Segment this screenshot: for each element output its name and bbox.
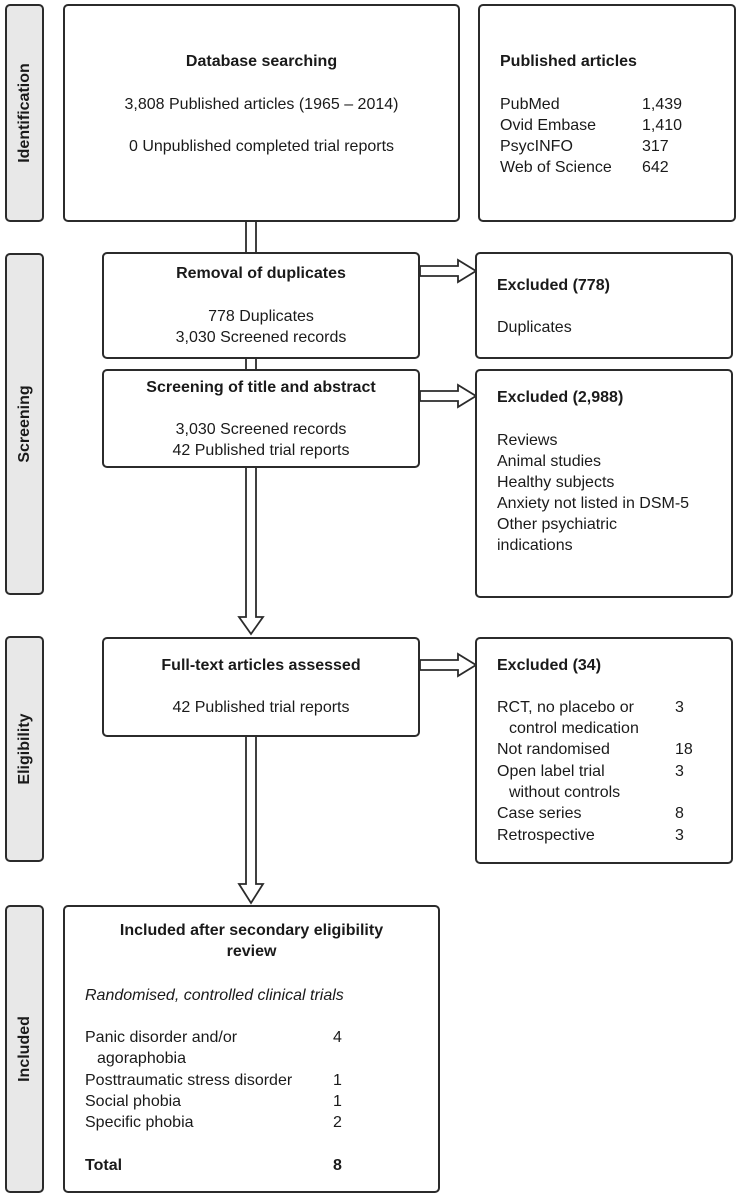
- box-text: 3,808 Published articles (1965 – 2014): [124, 96, 399, 113]
- box-removal-of-duplicates: Removal of duplicates 778 Duplicates 3,0…: [102, 252, 420, 359]
- source-name: Ovid Embase: [500, 117, 597, 134]
- exclusion-count: 3: [675, 827, 684, 844]
- box-title: Excluded (778): [497, 277, 610, 294]
- exclusion-reason: Not randomised: [497, 741, 610, 758]
- source-count: 1,439: [642, 96, 683, 113]
- stage-included: Included: [5, 905, 44, 1193]
- box-text: 778 Duplicates: [208, 308, 314, 325]
- included-category: Panic disorder and/or: [85, 1029, 238, 1046]
- stage-screening: Screening: [5, 253, 44, 595]
- stage-label: Identification: [15, 63, 33, 163]
- box-title: Published articles: [500, 53, 637, 70]
- exclusion-count: 3: [675, 763, 684, 780]
- box-title: Database searching: [185, 53, 338, 70]
- stage-label: Included: [15, 1016, 33, 1082]
- exclusion-reason: Other psychiatric: [497, 516, 618, 533]
- box-title: Removal of duplicates: [176, 265, 346, 282]
- total-value: 8: [333, 1157, 342, 1174]
- box-text: 3,030 Screened records: [175, 421, 347, 438]
- box-excluded-screening: Excluded (2,988) Reviews Animal studies …: [475, 369, 733, 598]
- source-name: PsycINFO: [500, 138, 573, 155]
- included-count: 1: [333, 1072, 342, 1089]
- exclusion-reason: Retrospective: [497, 827, 595, 844]
- arrow-to-excluded-fulltext: [419, 652, 478, 678]
- box-included: Included after secondary eligibility rev…: [63, 905, 440, 1193]
- box-title: Included after secondary eligibility: [119, 922, 384, 939]
- stage-identification: Identification: [5, 4, 44, 222]
- box-title: Full-text articles assessed: [161, 657, 361, 674]
- included-category: agoraphobia: [97, 1050, 186, 1067]
- box-subtitle: Randomised, controlled clinical trials: [85, 987, 344, 1004]
- exclusion-reason: Open label trial: [497, 763, 605, 780]
- connector-database-to-duplicates: [245, 220, 257, 254]
- box-title: Excluded (2,988): [497, 389, 624, 406]
- arrow-screening-to-fulltext: [237, 466, 265, 636]
- exclusion-reason: control medication: [509, 720, 639, 737]
- stage-label: Screening: [15, 385, 33, 463]
- included-count: 2: [333, 1114, 342, 1131]
- box-text: 0 Unpublished completed trial reports: [128, 138, 395, 155]
- source-count: 1,410: [642, 117, 683, 134]
- box-fulltext-assessed: Full-text articles assessed 42 Published…: [102, 637, 420, 737]
- box-text: 42 Published trial reports: [172, 699, 350, 716]
- box-text: Duplicates: [497, 319, 572, 336]
- box-text: 42 Published trial reports: [172, 442, 350, 459]
- box-excluded-duplicates: Excluded (778) Duplicates: [475, 252, 733, 359]
- source-count: 642: [642, 159, 669, 176]
- exclusion-reason: without controls: [509, 784, 621, 801]
- source-count: 317: [642, 138, 669, 155]
- exclusion-count: 8: [675, 805, 684, 822]
- exclusion-count: 18: [675, 741, 693, 758]
- source-name: Web of Science: [500, 159, 612, 176]
- stage-eligibility: Eligibility: [5, 636, 44, 862]
- included-category: Social phobia: [85, 1093, 182, 1110]
- box-excluded-fulltext: Excluded (34) RCT, no placebo or 3 contr…: [475, 637, 733, 864]
- box-published-articles: Published articles PubMed 1,439 Ovid Emb…: [478, 4, 736, 222]
- arrow-fulltext-to-included: [237, 735, 265, 905]
- box-database-searching: Database searching 3,808 Published artic…: [63, 4, 460, 222]
- box-title: Screening of title and abstract: [146, 379, 376, 396]
- stage-label: Eligibility: [15, 713, 33, 785]
- exclusion-reason: Healthy subjects: [497, 474, 615, 491]
- exclusion-reason: Animal studies: [497, 453, 602, 470]
- arrow-to-excluded-screening: [419, 383, 478, 409]
- exclusion-count: 3: [675, 699, 684, 716]
- box-title: Excluded (34): [497, 657, 602, 674]
- arrow-to-excluded-duplicates: [419, 258, 478, 284]
- source-name: PubMed: [500, 96, 560, 113]
- box-text: 3,030 Screened records: [175, 329, 347, 346]
- exclusion-reason: indications: [497, 537, 573, 554]
- exclusion-reason: RCT, no placebo or: [497, 699, 634, 716]
- included-count: 1: [333, 1093, 342, 1110]
- exclusion-reason: Reviews: [497, 432, 558, 449]
- exclusion-reason: Case series: [497, 805, 582, 822]
- exclusion-reason: Anxiety not listed in DSM-5: [497, 495, 690, 512]
- box-screening-title-abstract: Screening of title and abstract 3,030 Sc…: [102, 369, 420, 468]
- included-count: 4: [333, 1029, 342, 1046]
- total-label: Total: [85, 1157, 123, 1174]
- box-title: review: [226, 943, 277, 960]
- included-category: Specific phobia: [85, 1114, 194, 1131]
- included-category: Posttraumatic stress disorder: [85, 1072, 293, 1089]
